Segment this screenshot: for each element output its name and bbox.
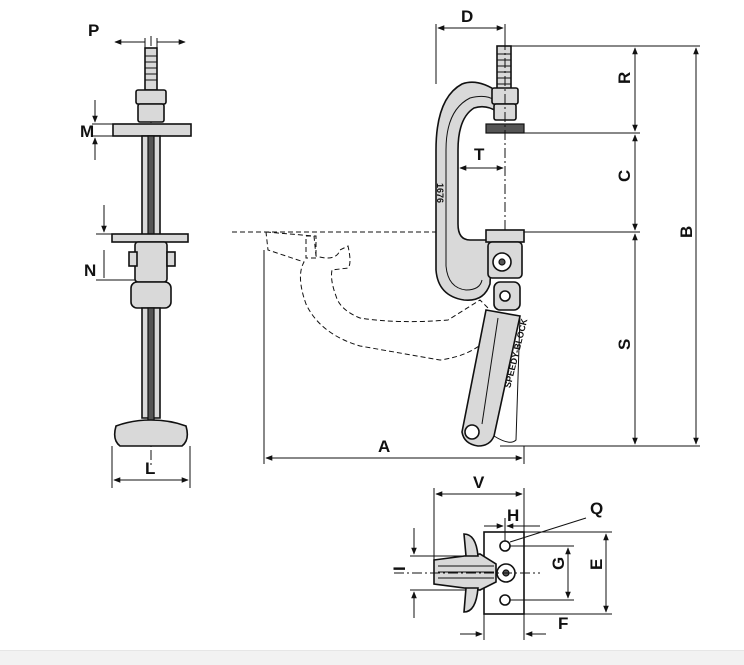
dim-label-s: S	[615, 339, 634, 350]
dim-label-b: B	[677, 226, 696, 238]
nut-lower	[137, 103, 165, 123]
handle-closed	[461, 309, 521, 447]
dim-label-i: I	[390, 566, 409, 571]
top-handle-wing-up	[463, 533, 479, 557]
dim-label-v: V	[473, 473, 485, 492]
dim-label-c: C	[615, 170, 634, 182]
dim-label-g: G	[549, 557, 568, 570]
footer-strip	[0, 650, 744, 665]
front-view: 1676 SPEEDY-BLOCK D T	[232, 7, 700, 464]
top-stud	[496, 45, 512, 91]
dim-label-e: E	[587, 559, 606, 570]
hole-bottom	[499, 594, 511, 606]
dim-label-p: P	[88, 21, 99, 40]
t-handle	[113, 419, 189, 447]
dim-label-h: H	[507, 506, 519, 525]
collar-plate	[111, 233, 189, 243]
dim-label-n: N	[84, 261, 96, 280]
dim-label-t: T	[474, 145, 485, 164]
side-view: P M N L	[80, 21, 192, 488]
handle-eye	[464, 424, 480, 440]
c-frame	[435, 81, 499, 301]
body-block	[134, 241, 168, 283]
hole-top	[499, 540, 511, 552]
dim-label-q: Q	[590, 499, 603, 518]
side-pin-right	[166, 251, 176, 267]
top-view: V H Q G E I F	[390, 473, 612, 640]
top-handle-wing-down	[463, 587, 479, 613]
guide-block-top	[485, 229, 525, 243]
nut-upper	[135, 89, 167, 105]
lever-hub	[130, 281, 172, 309]
dim-label-f: F	[558, 614, 568, 633]
dim-label-d: D	[461, 7, 473, 26]
dim-label-a: A	[378, 437, 390, 456]
dim-label-r: R	[615, 72, 634, 84]
side-pin-left	[128, 251, 138, 267]
dim-label-m: M	[80, 122, 94, 141]
dim-label-l: L	[145, 459, 155, 478]
pressure-plate	[112, 123, 192, 137]
threaded-stud	[144, 47, 158, 91]
handle-open-grip	[305, 235, 317, 259]
model-number: 1676	[435, 183, 445, 203]
